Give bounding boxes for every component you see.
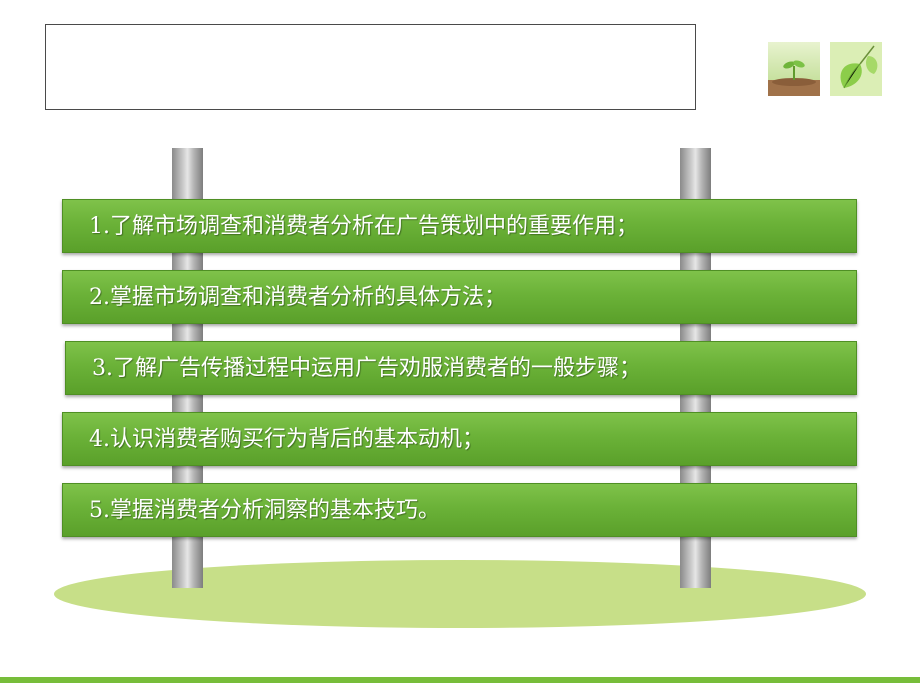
- seedling-photo-icon: [768, 42, 820, 96]
- green-leaf-photo-icon: [830, 42, 882, 96]
- footer-divider: [0, 677, 920, 683]
- objective-plank-5: 5.掌握消费者分析洞察的基本技巧。: [62, 483, 857, 537]
- objective-plank-3: 3.了解广告传播过程中运用广告劝服消费者的一般步骤；: [65, 341, 857, 395]
- objective-plank-2: 2.掌握市场调查和消费者分析的具体方法；: [62, 270, 857, 324]
- objective-plank-1: 1.了解市场调查和消费者分析在广告策划中的重要作用；: [62, 199, 857, 253]
- title-box[interactable]: [45, 24, 696, 110]
- objective-plank-4: 4.认识消费者购买行为背后的基本动机；: [62, 412, 857, 466]
